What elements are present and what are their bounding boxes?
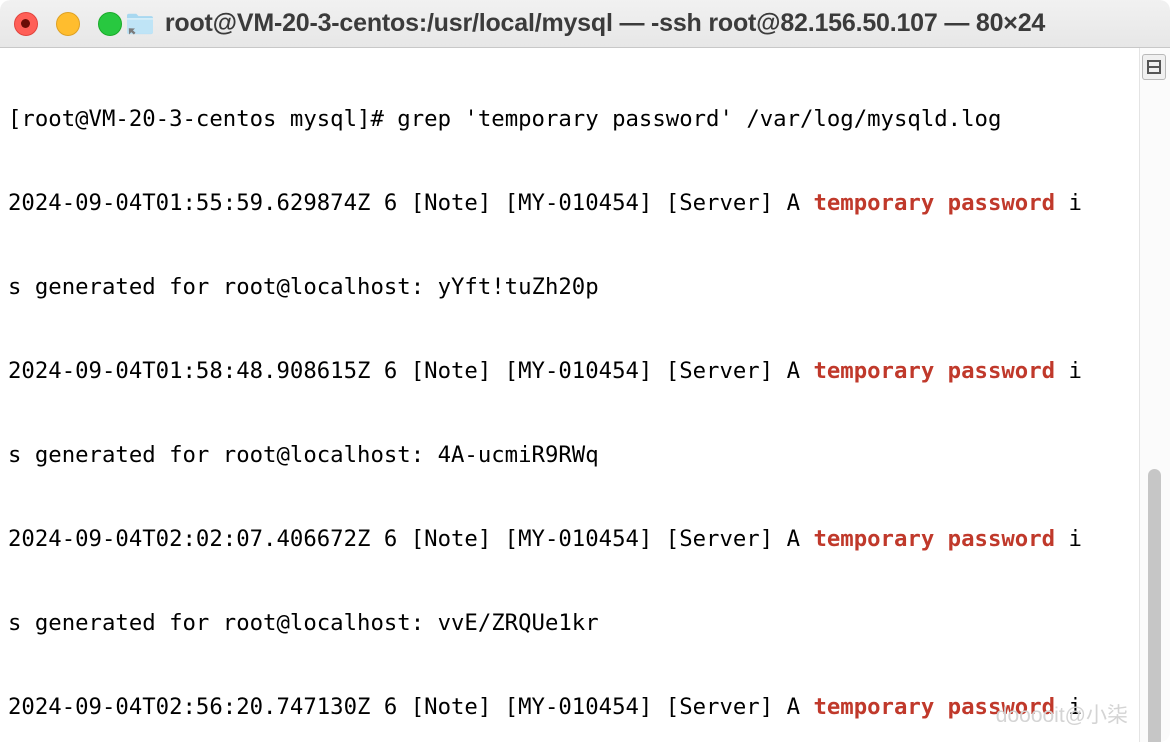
typed-command: grep 'temporary password' /var/log/mysql…	[397, 106, 1002, 132]
title-bar[interactable]: root@VM-20-3-centos:/usr/local/mysql — -…	[0, 0, 1170, 48]
log-line-suffix: i	[1055, 526, 1082, 552]
grep-match: temporary password	[813, 358, 1056, 384]
vertical-scrollbar[interactable]	[1143, 103, 1167, 742]
title-group: root@VM-20-3-centos:/usr/local/mysql — -…	[0, 0, 1170, 47]
maximize-button[interactable]	[98, 11, 122, 36]
terminal-line: s generated for root@localhost: 4A-ucmiR…	[8, 441, 1128, 469]
terminal-line: s generated for root@localhost: yYft!tuZ…	[8, 273, 1128, 301]
terminal-line: 2024-09-04T01:58:48.908615Z 6 [Note] [MY…	[8, 357, 1128, 385]
grep-match: temporary password	[813, 526, 1056, 552]
terminal-line: s generated for root@localhost: vvE/ZRQU…	[8, 609, 1128, 637]
log-line-suffix: i	[1055, 694, 1082, 720]
log-line-suffix: i	[1055, 358, 1082, 384]
close-button[interactable]	[14, 11, 38, 36]
terminal-line: 2024-09-04T02:56:20.747130Z 6 [Note] [MY…	[8, 693, 1128, 721]
terminal-line: [root@VM-20-3-centos mysql]# grep 'tempo…	[8, 105, 1128, 133]
terminal-screen[interactable]: [root@VM-20-3-centos mysql]# grep 'tempo…	[8, 49, 1128, 742]
log-line-prefix: 2024-09-04T02:56:20.747130Z 6 [Note] [MY…	[8, 694, 814, 720]
grep-match: temporary password	[813, 694, 1056, 720]
shell-prompt: [root@VM-20-3-centos mysql]#	[8, 106, 398, 132]
split-pane-icon[interactable]	[1142, 54, 1166, 80]
split-pane-glyph	[1147, 60, 1161, 74]
grep-match: temporary password	[813, 190, 1056, 216]
terminal-body[interactable]: [root@VM-20-3-centos mysql]# grep 'tempo…	[0, 48, 1170, 742]
log-line-prefix: s generated for root@localhost: 4A-ucmiR…	[8, 442, 599, 468]
log-line-prefix: s generated for root@localhost: yYft!tuZ…	[8, 274, 599, 300]
minimize-button[interactable]	[56, 11, 80, 36]
log-line-prefix: 2024-09-04T01:55:59.629874Z 6 [Note] [MY…	[8, 190, 814, 216]
log-line-prefix: s generated for root@localhost: vvE/ZRQU…	[8, 610, 599, 636]
watermark-text: dooooit@小柒	[995, 704, 1128, 727]
right-gutter	[1139, 48, 1170, 742]
folder-alias-icon	[125, 11, 155, 37]
terminal-line: 2024-09-04T02:02:07.406672Z 6 [Note] [MY…	[8, 525, 1128, 553]
log-line-prefix: 2024-09-04T01:58:48.908615Z 6 [Note] [MY…	[8, 358, 814, 384]
log-line-suffix: i	[1055, 190, 1082, 216]
scrollbar-thumb[interactable]	[1148, 469, 1161, 742]
window-title: root@VM-20-3-centos:/usr/local/mysql — -…	[164, 9, 1046, 37]
window-controls	[14, 0, 122, 47]
log-line-prefix: 2024-09-04T02:02:07.406672Z 6 [Note] [MY…	[8, 526, 814, 552]
terminal-line: 2024-09-04T01:55:59.629874Z 6 [Note] [MY…	[8, 189, 1128, 217]
